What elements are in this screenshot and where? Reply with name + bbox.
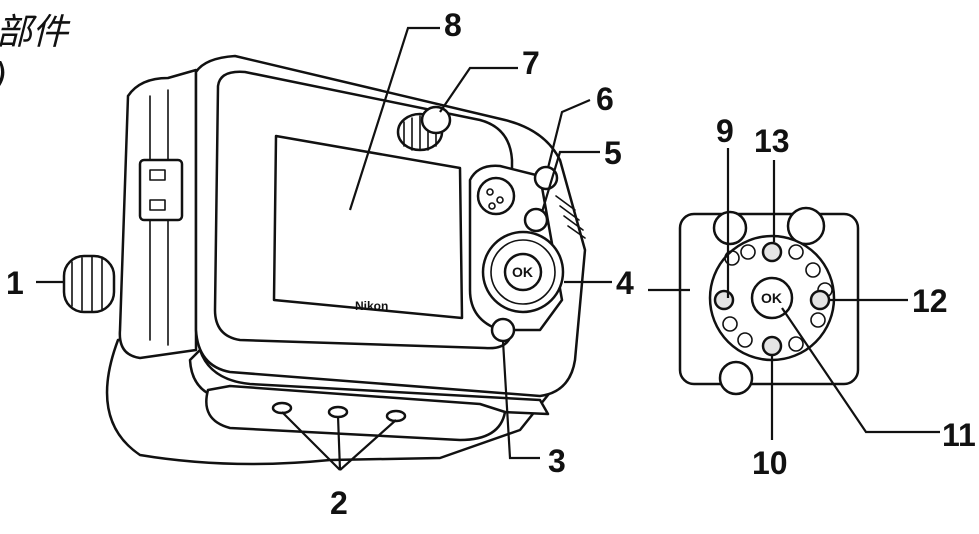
dial-right-marker [809,289,831,311]
callout-11: 11 [942,417,976,453]
zoom-bottom-button [718,360,754,396]
camera-housing: Nikon O [62,54,587,466]
callout-9: 9 [716,113,734,149]
left-knob [62,254,116,314]
callout-10: 10 [752,445,788,481]
dial-left-marker [713,289,735,311]
callout-5: 5 [604,135,622,171]
zoomed-dial-view: OK [678,206,860,396]
housing-bottom-foot [205,384,507,442]
callout-8: 8 [444,7,462,43]
lcd-screen [272,134,464,320]
zoom-top-right-button [786,206,826,246]
top-knob [396,105,452,152]
callout-12: 12 [912,283,948,319]
button-3 [490,317,516,343]
ok-button-text: OK [761,290,782,306]
callout-3: 3 [548,443,566,479]
leader-lines [36,26,940,471]
callout-2: 2 [330,485,348,521]
zoom-top-left-button [712,210,748,246]
callout-1: 1 [6,265,24,301]
multi-selector-dial: OK [481,230,565,314]
callout-13: 13 [754,123,790,159]
caption-line-1: 部件 [0,12,71,53]
dial-down-marker [761,335,783,357]
button-5 [523,207,549,233]
callout-7: 7 [522,45,540,81]
mode-dial [476,176,516,216]
nikon-logo: Nikon [355,299,388,313]
callout-4: 4 [616,265,634,301]
side-latch [138,158,184,222]
dial-up-marker [761,241,783,263]
dial-ok-text: OK [512,264,533,280]
callout-6: 6 [596,81,614,117]
caption-line-2: ) [0,56,8,97]
